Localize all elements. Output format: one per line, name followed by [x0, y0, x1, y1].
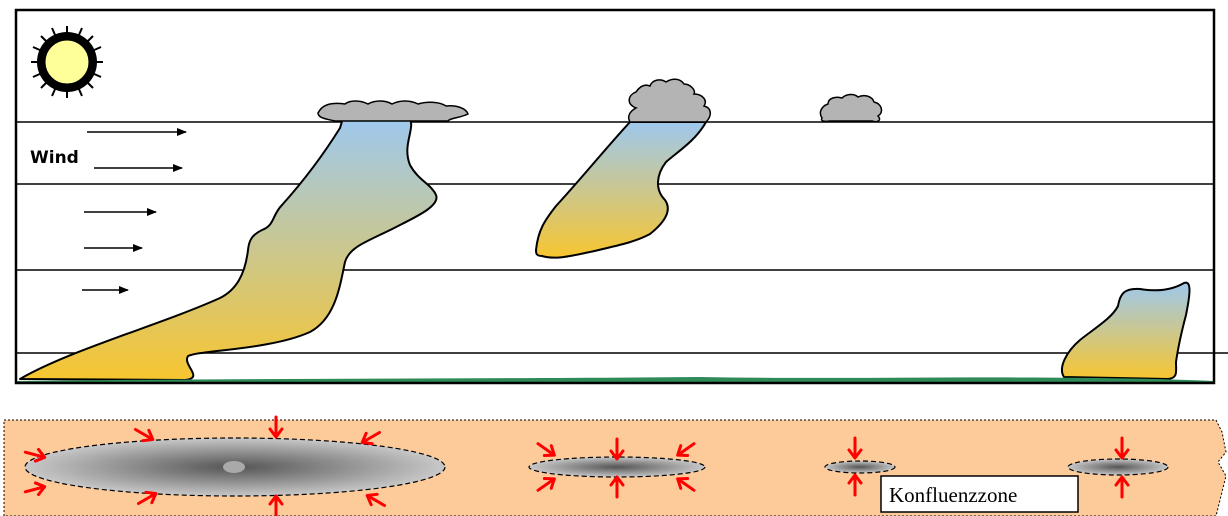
wind-label: Wind — [30, 148, 79, 168]
convergence-panel: Konfluenzzone — [4, 417, 1226, 516]
sun-icon — [31, 26, 103, 98]
storm-cell-right — [1068, 459, 1168, 475]
storm-cell-core — [223, 461, 245, 473]
atmosphere-panel: Wind — [0, 0, 1228, 385]
convergence-label: Konfluenzzone — [889, 483, 1017, 507]
storm-cell-small — [825, 461, 895, 473]
